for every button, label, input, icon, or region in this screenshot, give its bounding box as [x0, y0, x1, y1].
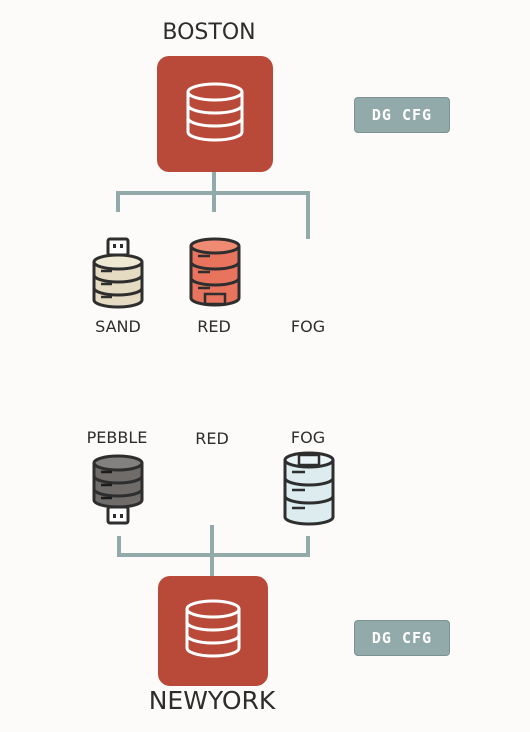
- node-label-sand: SAND: [95, 317, 141, 336]
- node-label-red-top: RED: [197, 317, 231, 336]
- newyork-dg-config-button[interactable]: DG CFG: [354, 620, 450, 656]
- node-label-pebble: PEBBLE: [86, 428, 148, 447]
- boston-primary-database[interactable]: [157, 56, 273, 172]
- red-pluggable-database-top[interactable]: [189, 237, 241, 307]
- site-title-boston: BOSTON: [162, 20, 256, 45]
- database-icon: [185, 599, 241, 658]
- database-cylinder-icon: [283, 451, 335, 526]
- database-cylinder-icon: [92, 253, 144, 309]
- database-cylinder-icon: [92, 454, 144, 509]
- fog-pluggable-database-bottom[interactable]: [283, 451, 335, 526]
- sand-pluggable-database[interactable]: [92, 237, 144, 309]
- newyork-primary-database[interactable]: [158, 576, 268, 686]
- database-icon: [186, 82, 244, 142]
- node-label-red-bottom: RED: [195, 429, 229, 448]
- node-label-fog-top: FOG: [290, 317, 326, 336]
- top-connector-lines: [116, 170, 310, 239]
- node-label-fog-bottom: FOG: [290, 428, 326, 447]
- site-title-newyork: NEWYORK: [148, 686, 276, 715]
- plug-icon: [106, 505, 130, 525]
- bottom-connector-lines: [117, 525, 310, 577]
- boston-dg-config-button[interactable]: DG CFG: [354, 97, 450, 133]
- pebble-pluggable-database[interactable]: [92, 454, 144, 525]
- database-cylinder-icon: [189, 237, 241, 307]
- plug-icon: [106, 237, 130, 257]
